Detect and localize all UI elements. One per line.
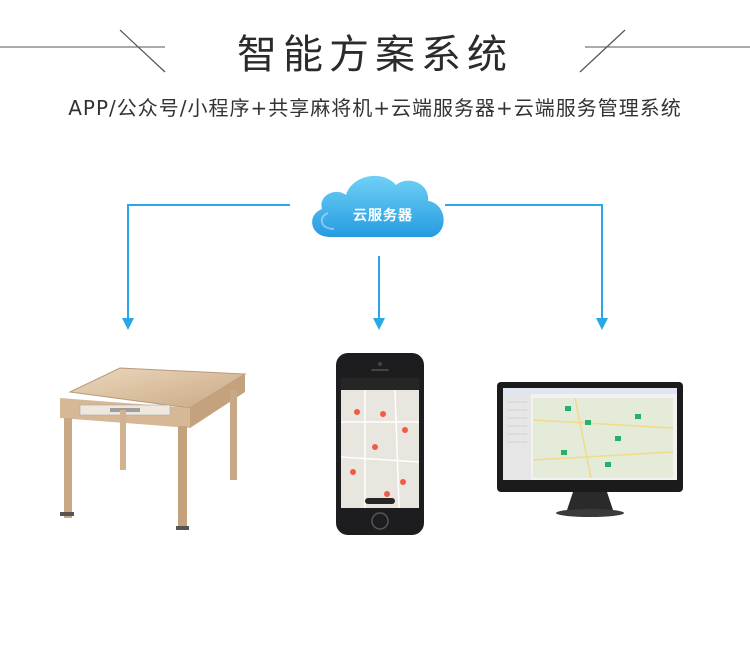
mahjong-table-icon: [60, 367, 247, 530]
arrow-to-monitor: [445, 204, 603, 322]
arrow-to-table: [127, 204, 290, 322]
smartphone-icon: [336, 353, 424, 535]
cloud-label: 云服务器: [353, 208, 413, 224]
cloud-icon: [312, 175, 444, 237]
page-subtitle: APP/公众号/小程序+共享麻将机+云端服务器+云端服务管理系统: [68, 96, 682, 120]
header-decor-left: [0, 29, 750, 73]
desktop-monitor-icon: [497, 382, 683, 517]
page-title: 智能方案系统: [237, 32, 513, 78]
